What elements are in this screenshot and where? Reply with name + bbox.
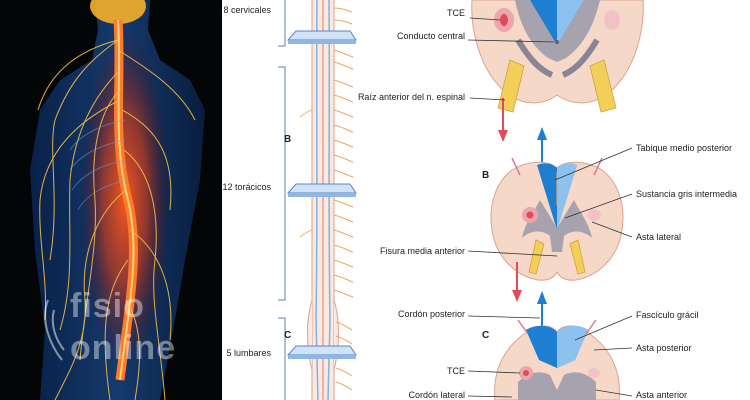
label-anterior-horn: Asta anterior bbox=[636, 390, 687, 400]
section-plane-a bbox=[288, 31, 356, 44]
label-cervical-segments: 8 cervicales bbox=[223, 5, 271, 15]
label-central-canal: Conducto central bbox=[397, 31, 465, 41]
label-posterior-median-septum: Tabique medio posterior bbox=[636, 143, 732, 153]
letter-b-bracket: B bbox=[284, 134, 291, 145]
cross-section-a bbox=[472, 0, 643, 112]
section-plane-c bbox=[288, 346, 356, 359]
cross-section-b bbox=[491, 158, 623, 280]
label-gracile-fasciculus: Fascículo grácil bbox=[636, 310, 699, 320]
label-lumbar-segments: 5 lumbares bbox=[226, 348, 271, 358]
label-posterior-funiculus: Cordón posterior bbox=[398, 309, 465, 319]
letter-c-section: C bbox=[482, 330, 489, 341]
label-tce-a: TCE bbox=[447, 8, 465, 18]
label-lateral-horn: Asta lateral bbox=[636, 232, 681, 242]
label-intermediate-gray: Sustancia gris intermedia bbox=[636, 189, 737, 199]
cross-section-c bbox=[495, 320, 620, 400]
label-tce-c: TCE bbox=[447, 366, 465, 376]
section-plane-b bbox=[288, 184, 356, 197]
label-anterior-root: Raíz anterior del n. espinal bbox=[358, 92, 465, 102]
label-posterior-horn: Asta posterior bbox=[636, 343, 692, 353]
label-lateral-funiculus: Cordón lateral bbox=[408, 390, 465, 400]
longitudinal-cord bbox=[308, 0, 339, 400]
label-anterior-median-fissure: Fisura media anterior bbox=[380, 246, 465, 256]
cervical-bracket bbox=[278, 0, 285, 46]
thoracic-bracket bbox=[278, 67, 285, 300]
letter-c-bracket: C bbox=[284, 330, 291, 341]
letter-b-section: B bbox=[482, 170, 489, 181]
label-thoracic-segments: 12 torácicos bbox=[222, 182, 271, 192]
